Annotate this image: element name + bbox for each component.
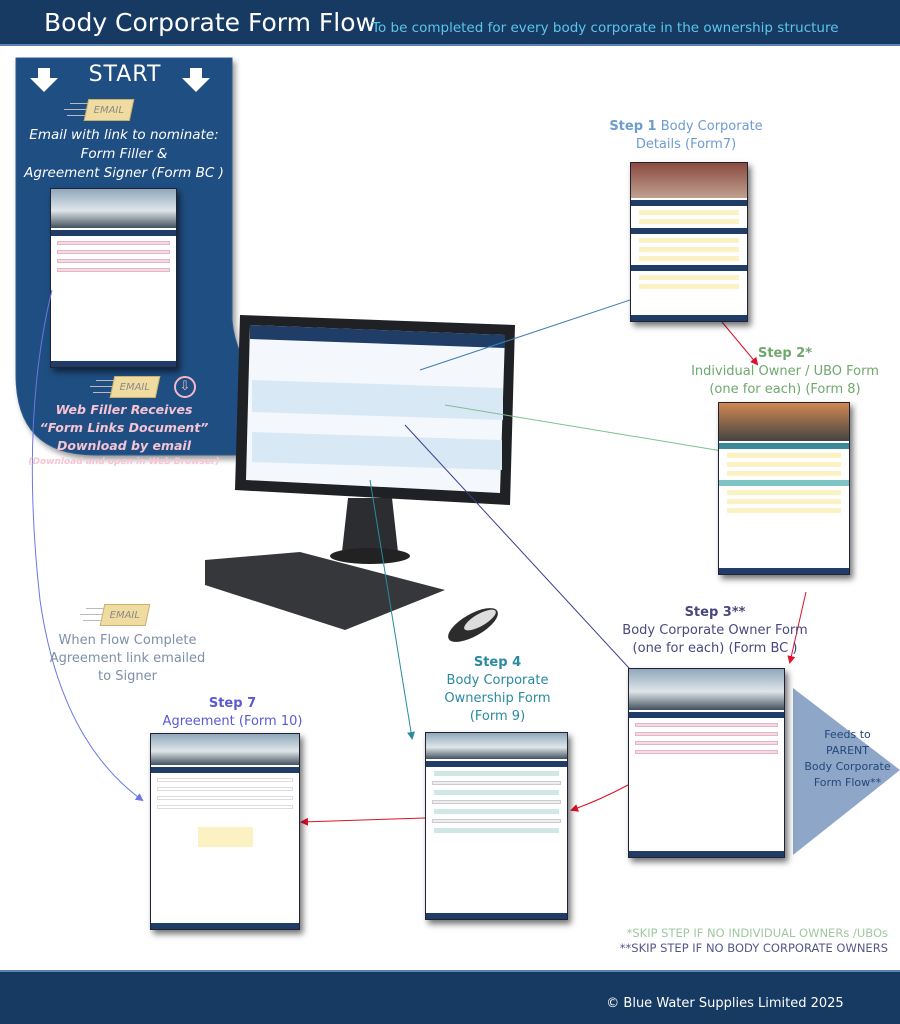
- down-arrow-icon: [182, 68, 210, 92]
- start-instructions: Email with link to nominate:Form Filler …: [24, 127, 224, 181]
- feeds-arrow: [793, 688, 900, 855]
- page-subtitle: To be completed for every body corporate…: [372, 20, 839, 36]
- step2-label: Step 2*Individual Owner / UBO Form(one f…: [691, 346, 879, 397]
- step3-label: Step 3**Body Corporate Owner Form(one fo…: [622, 605, 808, 656]
- down-arrow-icon: [30, 68, 58, 92]
- step1-form-thumbnail[interactable]: [630, 162, 748, 322]
- start-label: START: [88, 62, 162, 87]
- keyboard: [205, 552, 445, 630]
- header-bar: [0, 0, 900, 46]
- web-filler-text: Web Filler Receives“Form Links Document”…: [28, 402, 220, 467]
- form-bc-thumbnail[interactable]: [50, 188, 177, 368]
- email-icon: EMAIL: [90, 375, 161, 399]
- download-icon: ⇩: [174, 376, 196, 398]
- step7-form-thumbnail[interactable]: [150, 733, 300, 930]
- skip-notes: *SKIP STEP IF NO INDIVIDUAL OWNERs /UBOs…: [619, 926, 888, 955]
- email-icon: EMAIL: [80, 603, 151, 627]
- footer-bar: [0, 970, 900, 1024]
- copyright-text: © Blue Water Supplies Limited 2025: [606, 996, 844, 1011]
- step4-form-thumbnail[interactable]: [425, 732, 568, 920]
- page-title: Body Corporate Form Flow: [44, 8, 376, 37]
- step3-form-thumbnail[interactable]: [628, 668, 785, 858]
- step2-form-thumbnail[interactable]: [718, 402, 850, 575]
- monitor-stand: [342, 498, 398, 552]
- email-icon: EMAIL: [64, 98, 135, 122]
